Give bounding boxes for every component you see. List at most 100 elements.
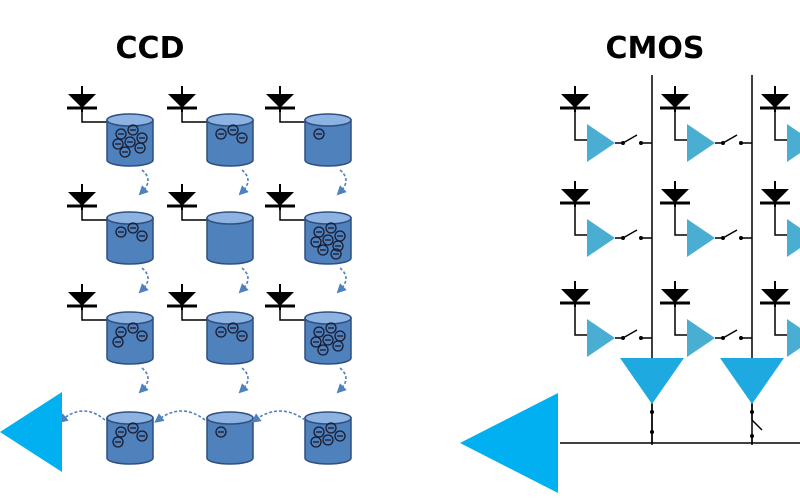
diode-wire [81,112,107,123]
electron-icon [310,436,322,448]
photodiode-icon [167,184,197,210]
amplifier-icon [687,124,715,162]
electron-icon [136,230,148,242]
curved-arrow-icon [138,267,149,294]
charge-well-icon [206,311,254,365]
ccd-pixel [265,86,352,196]
electron-icon [136,430,148,442]
photodiode-icon [560,181,590,207]
photodiode-icon [265,284,295,310]
photodiode-icon [67,86,97,112]
electron-icon [112,138,124,150]
electron-icon [112,436,124,448]
ccd-pixel [167,284,254,394]
photodiode-icon [167,86,197,112]
electron-icon [310,336,322,348]
ccd-pixel [167,184,254,294]
ccd-pixel [67,284,154,394]
electron-icon [313,128,325,140]
photodiode-icon [760,86,790,112]
ccd-pixel [167,86,254,196]
electron-icon [313,226,325,238]
electron-icon [215,426,227,438]
charge-well-icon [106,211,154,265]
photodiode-icon [660,181,690,207]
charge-well-icon [206,113,254,167]
amplifier-icon [787,124,800,162]
charge-well-icon [106,113,154,167]
electron-icon [127,222,139,234]
electron-icon [317,344,329,356]
electron-icon [112,336,124,348]
ccd-title: CCD [116,31,185,66]
cmos-pixel [760,281,800,357]
charge-well-icon [206,211,254,265]
curved-arrow-icon [238,169,249,196]
diode-wire [574,112,589,141]
electron-icon [332,340,344,352]
switch-icon [750,404,763,443]
diode-wire [181,112,207,123]
charge-well-icon [304,211,352,265]
diode-wire [81,210,107,221]
photodiode-icon [760,181,790,207]
cmos-pixel [560,86,652,162]
cmos-pixel [760,181,800,257]
electron-icon [322,334,334,346]
electron-icon [115,326,127,338]
amplifier-icon [787,319,800,357]
electron-icon [236,330,248,342]
electron-icon [127,422,139,434]
ccd-pixel [265,184,352,294]
curved-arrow-icon [336,267,347,294]
electron-icon [227,322,239,334]
cmos-output-amplifier-icon [460,393,558,493]
charge-well-icon [304,113,352,167]
photodiode-icon [660,86,690,112]
diode-wire [279,210,305,221]
photodiode-icon [67,284,97,310]
ccd-pixel [265,284,352,394]
electron-icon [322,234,334,246]
photodiode-icon [167,284,197,310]
photodiode-icon [760,281,790,307]
diode-wire [674,207,689,236]
ccd-panel [0,86,352,472]
ccd-output-amplifier-icon [0,392,62,472]
electron-icon [313,326,325,338]
cmos-pixel [760,86,800,162]
ccd-pixel [67,184,154,294]
photodiode-icon [560,281,590,307]
electron-icon [322,434,334,446]
electron-icon [115,426,127,438]
electron-icon [115,226,127,238]
electron-icon [236,132,248,144]
switch-icon [715,134,752,145]
curved-arrow-icon [138,367,149,394]
diode-wire [81,310,107,321]
curved-arrow-icon [336,367,347,394]
curved-arrow-icon [238,367,249,394]
photodiode-icon [660,281,690,307]
diode-wire [674,112,689,141]
diode-wire [774,112,789,141]
electron-icon [330,248,342,260]
diode-wire [279,310,305,321]
diode-wire [774,307,789,336]
amplifier-icon [620,358,684,404]
electron-icon [317,244,329,256]
charge-well-icon [106,311,154,365]
curved-arrow-icon [336,169,347,196]
cmos-pixel [560,281,652,357]
switch-icon [615,134,652,145]
electron-icon [332,240,344,252]
curved-arrow-icon [154,410,206,423]
electron-icon [127,124,139,136]
diode-wire [674,307,689,336]
electron-icon [134,142,146,154]
electron-icon [325,222,337,234]
charge-well-icon [304,411,352,465]
amplifier-icon [587,319,615,357]
